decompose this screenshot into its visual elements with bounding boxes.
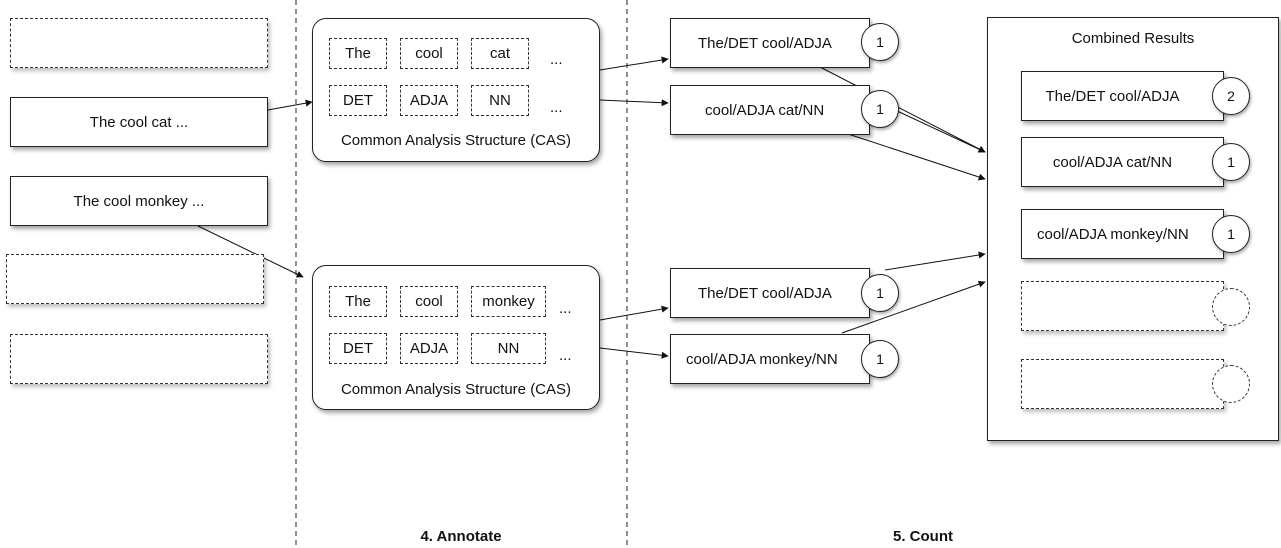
arrow-cas1-to-count1 bbox=[599, 56, 669, 71]
input-document-2-text: The cool monkey ... bbox=[73, 192, 205, 210]
cas2-tag-adja: ADJA bbox=[400, 333, 458, 364]
cas2-tag-det: DET bbox=[329, 333, 387, 364]
combined-item-3-text: cool/ADJA monkey/NN bbox=[1037, 225, 1189, 243]
cas2-tag-nn: NN bbox=[471, 333, 546, 364]
combined-badge-2: 1 bbox=[1212, 143, 1250, 181]
arrow-count1-to-combined bbox=[819, 66, 986, 153]
cas1-token-cat: cat bbox=[471, 38, 529, 69]
count-box-2-text: cool/ADJA cat/NN bbox=[705, 101, 825, 119]
input-document-1: The cool cat ... bbox=[10, 97, 268, 147]
combined-badge-1: 2 bbox=[1212, 77, 1250, 115]
cas1-token-cool: cool bbox=[400, 38, 458, 69]
combined-item-3: cool/ADJA monkey/NN bbox=[1021, 209, 1224, 259]
combined-item-1: The/DET cool/ADJA bbox=[1021, 71, 1224, 121]
input-document-2: The cool monkey ... bbox=[10, 176, 268, 226]
combined-placeholder-badge-1 bbox=[1212, 288, 1250, 326]
cas2-token-ellipsis: ... bbox=[559, 300, 572, 317]
cas2-tag-ellipsis: ... bbox=[559, 347, 572, 364]
cas-box-1: The cool cat ... DET ADJA NN ... Common … bbox=[312, 18, 600, 162]
combined-results-title: Combined Results bbox=[1071, 30, 1195, 47]
cas1-tag-nn: NN bbox=[471, 85, 529, 116]
count-badge-1: 1 bbox=[861, 23, 899, 61]
cas-box-2: The cool monkey ... DET ADJA NN ... Comm… bbox=[312, 265, 600, 410]
cas2-token-monkey: monkey bbox=[471, 286, 546, 317]
arrow-count2a-to-combined bbox=[894, 109, 986, 153]
count-badge-4: 1 bbox=[861, 340, 899, 378]
cas2-token-the: The bbox=[329, 286, 387, 317]
input-placeholder-2 bbox=[6, 254, 264, 304]
count-box-3-text: The/DET cool/ADJA bbox=[698, 284, 832, 302]
stage-label-count: 5. Count bbox=[893, 528, 953, 545]
count-badge-2: 1 bbox=[861, 90, 899, 128]
cas1-token-ellipsis: ... bbox=[550, 51, 563, 68]
combined-item-2: cool/ADJA cat/NN bbox=[1021, 137, 1224, 187]
input-placeholder-1 bbox=[10, 18, 268, 68]
arrow-count2b-to-combined bbox=[841, 131, 986, 181]
cas1-tag-ellipsis: ... bbox=[550, 99, 563, 116]
count-box-4: cool/ADJA monkey/NN bbox=[670, 334, 870, 384]
cas2-label: Common Analysis Structure (CAS) bbox=[340, 381, 572, 398]
stage-label-annotate: 4. Annotate bbox=[420, 528, 502, 545]
cas1-label: Common Analysis Structure (CAS) bbox=[340, 132, 572, 149]
cas1-tag-det: DET bbox=[329, 85, 387, 116]
arrow-count4-to-combined bbox=[841, 280, 986, 334]
count-box-4-text: cool/ADJA monkey/NN bbox=[686, 350, 838, 368]
combined-badge-3: 1 bbox=[1212, 215, 1250, 253]
cas2-token-cool: cool bbox=[400, 286, 458, 317]
arrow-cas2-to-count4 bbox=[599, 347, 669, 359]
arrow-doc1-to-cas1 bbox=[267, 99, 313, 111]
combined-placeholder-badge-2 bbox=[1212, 365, 1250, 403]
arrow-count3-to-combined bbox=[884, 251, 986, 271]
combined-item-2-text: cool/ADJA cat/NN bbox=[1052, 153, 1173, 171]
arrow-doc2-to-cas2 bbox=[197, 225, 304, 278]
arrow-cas1-to-count2 bbox=[599, 99, 669, 107]
cas1-tag-adja: ADJA bbox=[400, 85, 458, 116]
count-box-1: The/DET cool/ADJA bbox=[670, 18, 870, 68]
count-box-3: The/DET cool/ADJA bbox=[670, 268, 870, 318]
input-placeholder-3 bbox=[10, 334, 268, 384]
input-document-1-text: The cool cat ... bbox=[89, 113, 189, 131]
arrow-cas2-to-count3 bbox=[599, 305, 669, 321]
cas1-token-the: The bbox=[329, 38, 387, 69]
count-box-2: cool/ADJA cat/NN bbox=[670, 85, 870, 135]
combined-placeholder-1 bbox=[1021, 281, 1224, 331]
combined-placeholder-2 bbox=[1021, 359, 1224, 409]
combined-item-1-text: The/DET cool/ADJA bbox=[1045, 87, 1180, 105]
combined-results-panel: Combined Results The/DET cool/ADJA 2 coo… bbox=[987, 17, 1279, 441]
count-box-1-text: The/DET cool/ADJA bbox=[698, 34, 832, 52]
count-badge-3: 1 bbox=[861, 274, 899, 312]
